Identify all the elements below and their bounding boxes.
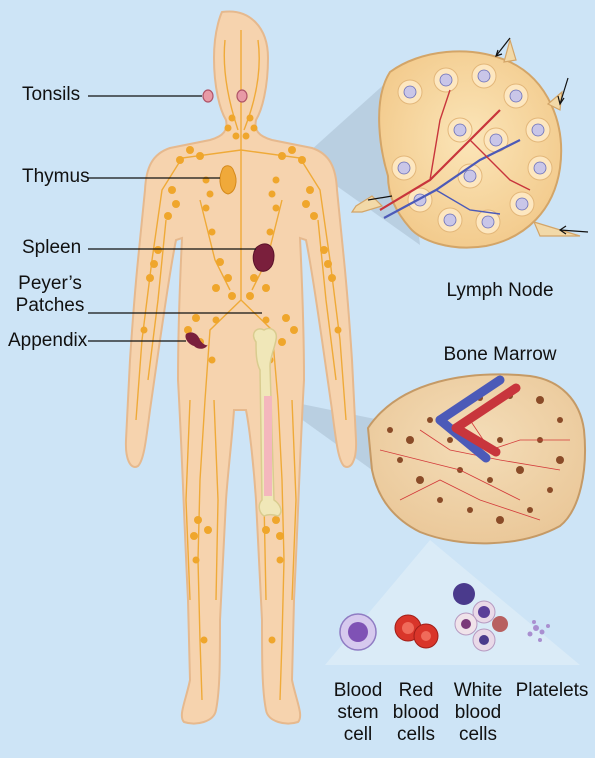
- thymus-label: Thymus: [22, 166, 90, 188]
- lymph-node-label: Lymph Node: [430, 280, 570, 302]
- tonsils-label: Tonsils: [22, 84, 80, 106]
- peyers-patches-label: Peyer’s Patches: [14, 273, 86, 317]
- bone-marrow-inset: [368, 374, 585, 543]
- lymph-node-inset: [352, 38, 588, 248]
- blood-stem-cell-illustration: [340, 614, 376, 650]
- spleen-organ: [253, 244, 274, 271]
- appendix-label: Appendix: [8, 330, 87, 352]
- red-blood-cells-label: Red blood cells: [386, 680, 446, 746]
- blood-stem-cell-label: Blood stem cell: [326, 680, 390, 746]
- thymus-organ: [220, 166, 236, 194]
- bone-marrow-label: Bone Marrow: [420, 344, 580, 366]
- platelets-label: Platelets: [512, 680, 592, 702]
- white-blood-cells-label: White blood cells: [446, 680, 510, 746]
- spleen-label: Spleen: [22, 237, 81, 259]
